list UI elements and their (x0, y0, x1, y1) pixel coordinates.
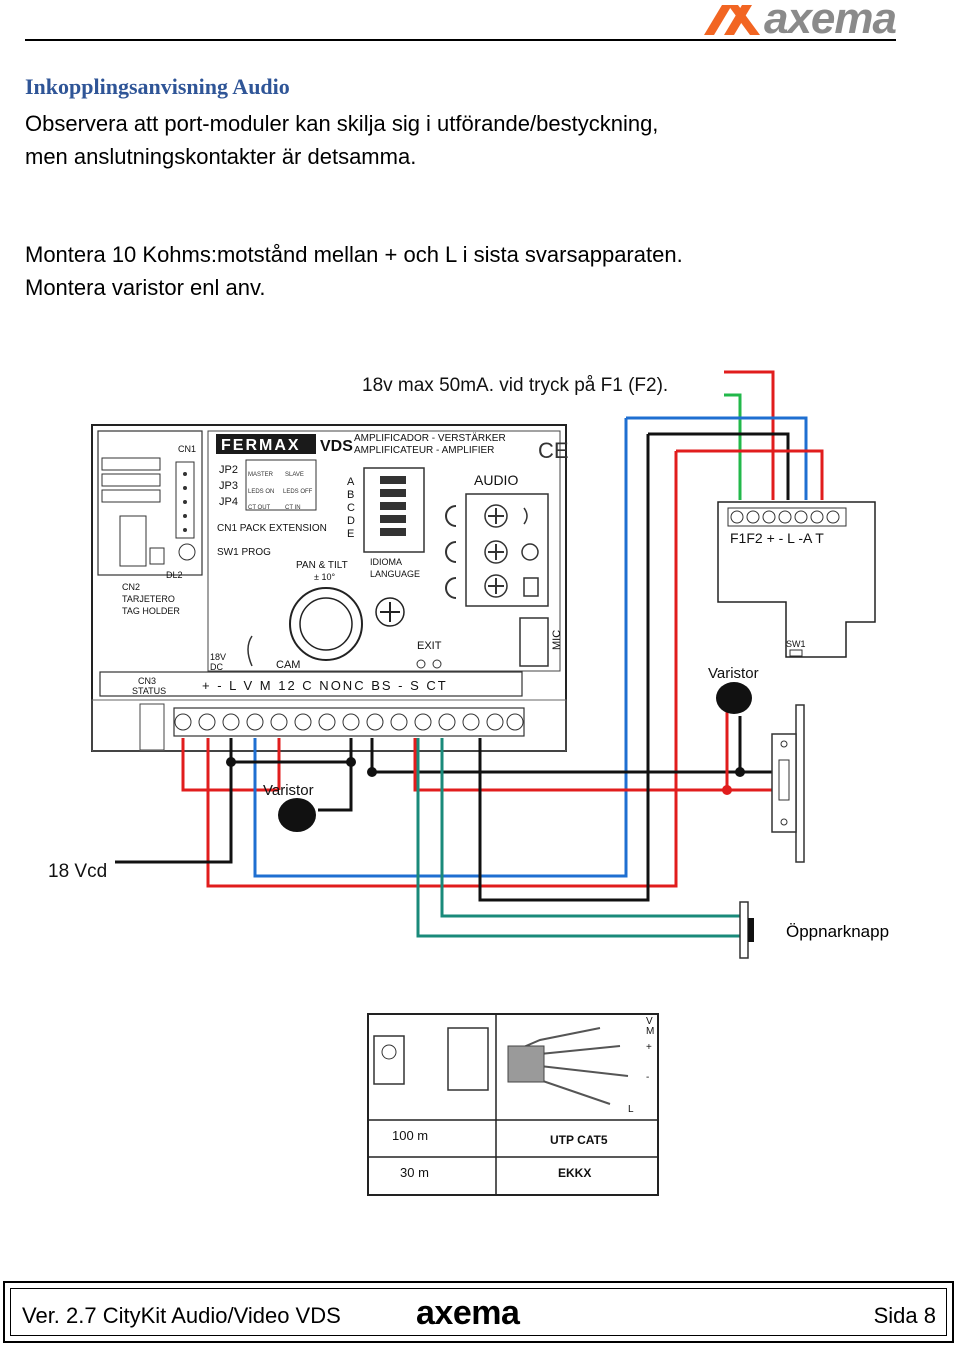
ct-out-label: CT OUT (248, 505, 271, 511)
mic-label: MIC (551, 630, 563, 650)
vds-model-text: VDS (320, 438, 353, 455)
wiring-diagram: 18v max 50mA. vid tryck på F1 (F2). FERM… (48, 370, 876, 1196)
wire-minus-label: - (646, 1072, 649, 1083)
handset-sw1-label: SW1 (786, 639, 806, 649)
jp3-label: JP3 (219, 480, 238, 492)
wire-plus-label: + (646, 1042, 652, 1053)
cable-icon (507, 1045, 545, 1083)
audio-adjust-knobs (484, 504, 508, 598)
cam-label: CAM (276, 659, 300, 671)
camera-lens-icon (289, 587, 363, 661)
row-2-distance: 30 m (400, 1165, 429, 1180)
handset-icon (523, 507, 528, 525)
wires (115, 370, 824, 938)
header-rule (25, 39, 896, 41)
leds-on-label: LEDS ON (248, 489, 274, 495)
cable-table: V M + - L 100 m UTP CAT5 30 m EKKX (367, 1013, 659, 1196)
header-logo: axema (702, 0, 897, 43)
paragraph-2: Montera 10 Kohms:motstånd mellan + och L… (25, 238, 683, 304)
svg-text:B: B (347, 489, 354, 501)
paragraph-2-line-2: Montera varistor enl anv. (25, 275, 266, 300)
ct-in-label: CT IN (285, 505, 301, 511)
wire-m-label: M (646, 1026, 654, 1037)
paragraph-1-line-1: Observera att port-moduler kan skilja si… (25, 111, 659, 136)
footer-frame (3, 1281, 954, 1343)
leds-off-label: LEDS OFF (283, 489, 313, 495)
opener-button-icon (739, 901, 754, 959)
varistor-1-icon (278, 798, 316, 832)
dl2-label: DL2 (166, 570, 183, 580)
tilt-screw-icon (375, 597, 405, 627)
camera-icon (521, 543, 539, 561)
handset-terminal-labels: F1F2 + - L -A T (730, 530, 824, 546)
wire-l-label: L (628, 1104, 634, 1115)
panel-terminal-labels: + - L V M 12 C NONC BS - S CT (202, 678, 448, 693)
opener-label: Öppnarknapp (786, 922, 890, 941)
footer-brand: axema (416, 1294, 520, 1332)
row-2-cable: EKKX (558, 1166, 591, 1180)
sw1-prog-label: SW1 PROG (217, 547, 271, 558)
paragraph-1-line-2: men anslutningskontakter är detsamma. (25, 144, 417, 169)
svg-text:A: A (347, 476, 355, 488)
v18-label: 18V (210, 652, 226, 662)
row-1-distance: 100 m (392, 1128, 428, 1143)
cn1-pack-label: CN1 PACK EXTENSION (217, 523, 327, 534)
cn3-label: CN3 (138, 676, 156, 686)
row-1-cable: UTP CAT5 (550, 1133, 608, 1147)
panel-terminal-block (173, 707, 525, 737)
door-panel: FERMAX VDS AMPLIFICADOR - VERSTÄRKER AMP… (91, 424, 569, 752)
idioma-label: IDIOMA (370, 557, 402, 567)
slave-label: SLAVE (285, 472, 304, 478)
fermax-logo (216, 434, 316, 454)
pan-tilt-label: PAN & TILT (296, 560, 348, 571)
svg-text:E: E (347, 528, 354, 540)
svg-text:C: C (347, 502, 355, 514)
axema-logo-mark-icon (702, 1, 762, 37)
ce-mark: CE (538, 438, 569, 463)
varistor-label-2: Varistor (708, 665, 759, 682)
master-label: MASTER (248, 472, 274, 478)
dc-label: DC (210, 662, 223, 672)
language-dip-switch: A B C D E (347, 467, 425, 553)
door-panel-small-icon (373, 1035, 405, 1085)
supply-label: 18 Vcd (48, 861, 107, 882)
phone-icon (247, 635, 253, 667)
paragraph-1: Observera att port-moduler kan skilja si… (25, 107, 658, 173)
amp-line-2: AMPLIFICATEUR - AMPLIFIER (354, 445, 494, 456)
header-brand: axema (763, 0, 897, 43)
fermax-brand-text: FERMAX (221, 437, 301, 454)
paragraph-2-line-1: Montera 10 Kohms:motstånd mellan + och L… (25, 242, 683, 267)
wire-v-label: V (646, 1016, 653, 1027)
status-label: STATUS (132, 686, 166, 696)
page-heading: Inkopplingsanvisning Audio (25, 74, 290, 99)
door-lock-icon (771, 704, 805, 863)
speaker-icon (523, 577, 539, 597)
diagram-note: 18v max 50mA. vid tryck på F1 (F2). (362, 375, 668, 396)
footer-version: Ver. 2.7 CityKit Audio/Video VDS (22, 1303, 341, 1328)
language-label: LANGUAGE (370, 569, 420, 579)
handset-small-icon (447, 1027, 489, 1091)
pan-tilt-sub-label: ± 10° (314, 572, 335, 582)
amp-line-1: AMPLIFICADOR - VERSTÄRKER (354, 432, 506, 444)
varistor-2-icon (716, 682, 752, 714)
svg-text:D: D (347, 515, 355, 527)
footer-page-number: Sida 8 (873, 1303, 936, 1328)
cn2-label: CN2 (122, 582, 140, 592)
handset-unit: F1F2 + - L -A T SW1 (717, 501, 876, 658)
varistor-label-1: Varistor (263, 782, 314, 799)
cn1-label: CN1 (178, 444, 196, 454)
tarjetero-label: TARJETERO (122, 594, 175, 604)
tag-holder-label: TAG HOLDER (122, 606, 180, 616)
jp4-label: JP4 (219, 496, 238, 508)
audio-label: AUDIO (474, 472, 518, 488)
exit-label: EXIT (417, 640, 442, 652)
jp2-label: JP2 (219, 464, 238, 476)
